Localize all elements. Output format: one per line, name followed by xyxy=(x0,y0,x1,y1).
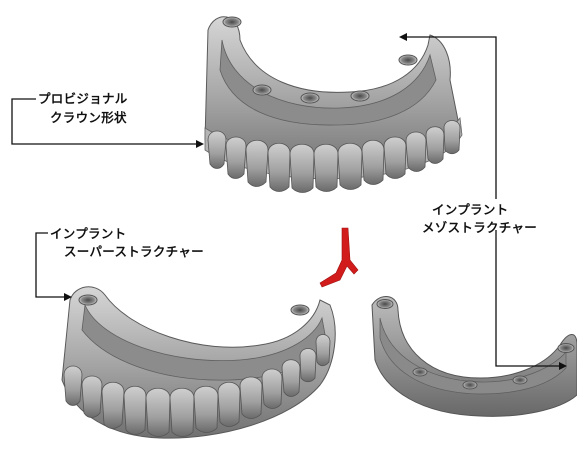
label-implant-superstructure-line1: インプラント xyxy=(50,226,126,242)
arrowhead-provisional xyxy=(196,140,204,148)
label-implant-mesostructure-line1: インプラント xyxy=(432,202,508,218)
implant-superstructure-model xyxy=(62,287,335,438)
leader-line-mesostructure-lower xyxy=(496,230,561,366)
split-arrow-icon xyxy=(320,228,358,287)
provisional-crown-model xyxy=(205,17,462,193)
label-implant-superstructure-line2: スーパーストラクチャー xyxy=(64,244,204,260)
leader-line-superstructure xyxy=(36,233,66,297)
label-provisional-crown-line2: クラウン形状 xyxy=(50,110,127,126)
implant-mesostructure-model xyxy=(372,296,577,416)
label-implant-mesostructure-line2: メゾストラクチャー xyxy=(422,220,537,236)
arrowhead-mesostructure-top xyxy=(399,33,407,41)
label-provisional-crown-line1: プロビジョナル xyxy=(38,91,128,107)
